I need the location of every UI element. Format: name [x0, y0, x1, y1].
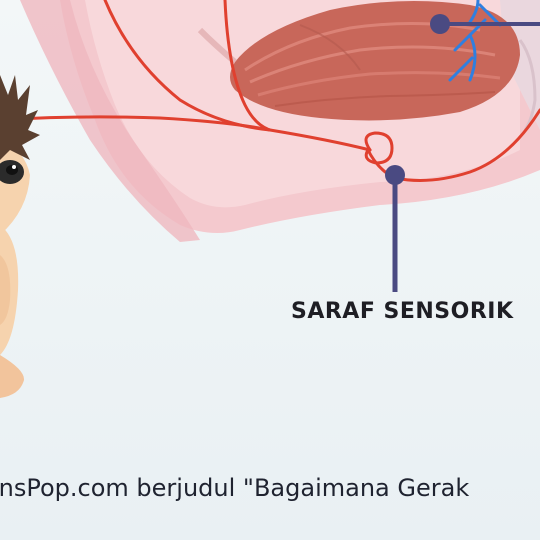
motor-nerve-branches [448, 0, 502, 82]
caption-text: insPop.com berjudul "Bagaimana Gerak [0, 474, 470, 502]
sensory-nerve-paths [0, 0, 540, 182]
muscle-callout-pin [430, 14, 540, 34]
sensory-nerve-callout-pin [385, 165, 405, 292]
cartoon-character-icon [0, 75, 40, 398]
sensory-nerve-label: SARAF SENSORIK [291, 299, 514, 324]
video-caption: insPop.com berjudul "Bagaimana Gerak [0, 474, 540, 502]
